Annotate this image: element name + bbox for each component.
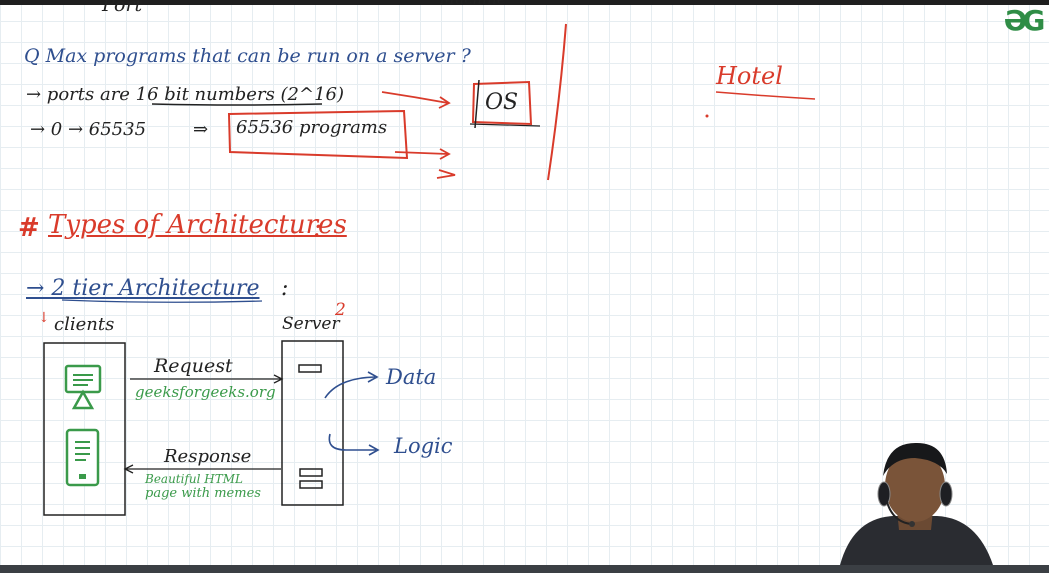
data-arrow bbox=[324, 376, 376, 399]
heading-title: Types of Architectures bbox=[48, 210, 347, 240]
implies-symbol: ⇒ bbox=[193, 119, 209, 140]
question-text: Q Max programs that can be run on a serv… bbox=[24, 45, 471, 67]
clients-label: clients bbox=[54, 314, 115, 335]
arrow-to-os bbox=[381, 91, 449, 104]
request-label: Request bbox=[154, 355, 233, 377]
programs-box bbox=[227, 109, 409, 160]
hotel-underline bbox=[715, 91, 816, 100]
response-label: Response bbox=[164, 446, 252, 467]
sub-heading-colon: : bbox=[281, 276, 289, 301]
sub-heading-underline bbox=[61, 299, 263, 303]
fragment-machine: Machine bbox=[440, 0, 506, 8]
programs-count: 65536 programs bbox=[236, 117, 388, 138]
data-label: Data bbox=[386, 365, 437, 389]
brand-logo: ƏG bbox=[1003, 4, 1046, 37]
video-bottom-bar bbox=[0, 565, 1049, 573]
tier-number: 2 bbox=[335, 300, 346, 320]
sub-heading: → 2 tier Architecture bbox=[26, 276, 260, 301]
os-label: OS bbox=[485, 90, 519, 115]
server-box bbox=[281, 340, 344, 506]
server-slot-bottom-2 bbox=[299, 480, 323, 489]
response-note-1: Beautiful HTML bbox=[145, 472, 244, 486]
server-slot-top bbox=[298, 364, 322, 373]
response-note-2: page with memes bbox=[145, 486, 261, 501]
server-slot-bottom-1 bbox=[299, 468, 323, 477]
mobile-icon bbox=[65, 428, 100, 487]
range-text: → 0 → 65535 bbox=[30, 119, 147, 140]
hotel-label: Hotel bbox=[716, 62, 783, 90]
webcam-person bbox=[840, 442, 993, 565]
logic-label: Logic bbox=[394, 434, 453, 458]
fragment-port: Port bbox=[102, 0, 143, 16]
window-top-bar bbox=[0, 0, 1049, 5]
divider-line bbox=[547, 23, 567, 181]
logic-arrow bbox=[328, 433, 376, 451]
server-label: Server bbox=[282, 314, 340, 334]
client-box bbox=[43, 342, 126, 516]
os-box bbox=[471, 80, 533, 126]
arrow-from-programs bbox=[394, 151, 449, 155]
ports-line: → ports are 16 bit numbers (2^16) bbox=[26, 84, 345, 105]
request-url: geeksforgeeks.org bbox=[135, 383, 276, 401]
heading-colon: : bbox=[313, 213, 322, 243]
desktop-icon bbox=[64, 364, 102, 410]
ports-underline bbox=[151, 103, 323, 106]
clients-tick: ↓ bbox=[38, 310, 50, 326]
heading-hash: # bbox=[18, 213, 40, 243]
